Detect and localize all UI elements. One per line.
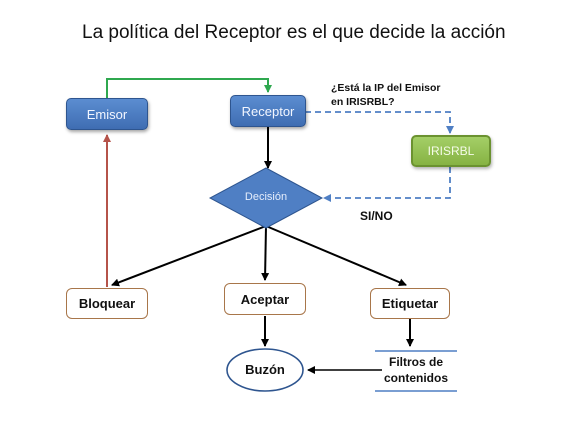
node-irisrbl: IRISRBL <box>411 135 491 167</box>
node-irisrbl-label: IRISRBL <box>427 144 475 158</box>
node-emisor: Emisor <box>66 98 148 130</box>
question-line1: ¿Está la IP del Emisor <box>331 82 441 94</box>
arrow-decision-etiquetar <box>265 225 407 286</box>
question-label: ¿Está la IP del Emisor en IRISRBL? <box>331 81 441 109</box>
node-filtros-line1: Filtros de <box>388 355 443 369</box>
buzon-ellipse <box>226 348 304 392</box>
si-no-label: SI/NO <box>360 209 393 223</box>
node-etiquetar: Etiquetar <box>370 288 450 319</box>
node-aceptar: Aceptar <box>224 283 306 315</box>
node-bloquear: Bloquear <box>66 288 148 319</box>
decision-diamond <box>208 167 324 229</box>
arrow-receptor-irisrbl <box>305 111 454 134</box>
arrow-irisrbl-decision <box>323 167 451 202</box>
node-emisor-label: Emisor <box>86 106 128 122</box>
node-aceptar-label: Aceptar <box>240 291 290 307</box>
node-receptor-label: Receptor <box>241 103 295 119</box>
node-bloquear-label: Bloquear <box>78 296 136 311</box>
node-buzon-label: Buzón <box>245 362 285 377</box>
node-etiquetar-label: Etiquetar <box>381 296 439 311</box>
node-receptor: Receptor <box>230 95 306 127</box>
arrow-emisor-receptor <box>106 78 272 98</box>
node-filtros-line2: contenidos <box>383 371 448 385</box>
arrow-decision-bloquear <box>111 225 267 287</box>
arrow-decision-aceptar <box>261 225 270 281</box>
node-filtros: Filtros de contenidos <box>375 354 457 386</box>
node-decision-label: Decisión <box>244 191 288 203</box>
diagram-title: La política del Receptor es el que decid… <box>82 22 506 43</box>
question-line2: en IRISRBL? <box>331 96 395 108</box>
